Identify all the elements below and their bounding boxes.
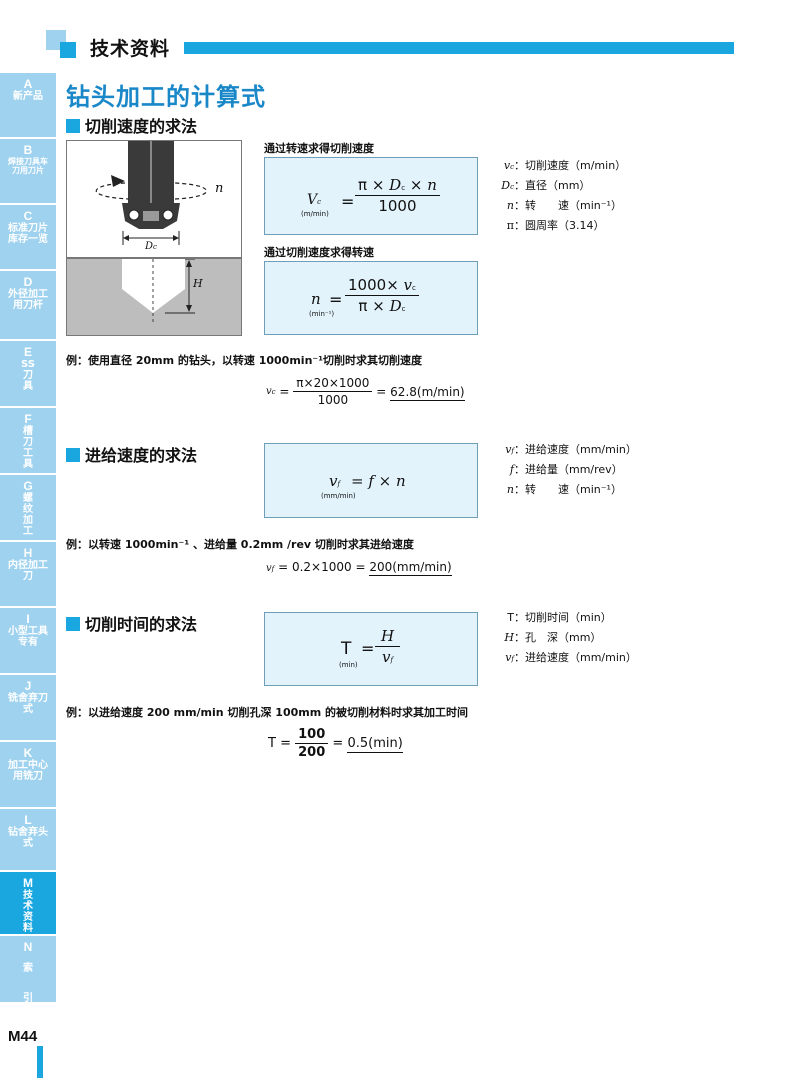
legend-cutting-time: T：切削时间（min） H：孔 深（mm） vf：进给速度（mm/min） (496, 608, 637, 668)
formula-box-feed-speed: vf (mm/min) = f × n (264, 443, 478, 518)
box3-unit: (mm/min) (321, 492, 356, 500)
section-bullet (66, 448, 80, 462)
page-title: 钻头加工的计算式 (66, 83, 266, 111)
example-cutting-time-result: 0.5(min) (347, 736, 403, 753)
box3-lhs: vf (329, 472, 341, 490)
legend-row: H：孔 深（mm） (504, 631, 602, 644)
section-heading-cutting-time: 切削时间的求法 (66, 611, 197, 635)
figure-label-dc: Dc (145, 241, 157, 252)
example-cutting-speed-formula: vc = π×20×1000 1000 = 62.8(m/min) (266, 376, 465, 407)
drill-figure-bottom: H (66, 258, 242, 336)
figure-label-n: n (215, 181, 224, 196)
section-bullet (66, 617, 80, 631)
box2-denominator: π × Dc (345, 295, 419, 315)
legend-row: n：转 速（min⁻¹） (506, 199, 622, 212)
example-cutting-speed-result: 62.8(m/min) (390, 384, 465, 401)
formula-box-rotation-speed: n (min⁻¹) = 1000× vc π × Dc (264, 261, 478, 335)
box2-caption: 通过切削速度求得转速 (264, 246, 374, 259)
box2-lhs: n (311, 290, 321, 308)
box1-fraction: π × Dc × n 1000 (355, 176, 440, 215)
header-bar (184, 42, 734, 54)
example-cutting-time-formula: T = 100 200 = 0.5(min) (268, 727, 403, 760)
example-feed-speed-formula: vf = 0.2×1000 = 200(mm/min) (266, 560, 452, 576)
drill-illustration (95, 141, 208, 245)
box3-rhs: = f × n (351, 472, 406, 490)
box4-unit: (min) (339, 661, 358, 669)
header-title: 技术资料 (90, 38, 171, 60)
legend-row: vf：进给速度（mm/min） (505, 443, 637, 456)
box1-numerator: π × Dc × n (358, 176, 437, 194)
legend-row: vf：进给速度（mm/min） (505, 651, 637, 664)
header-square-dark (60, 42, 76, 58)
legend-row: f：进给量（mm/rev） (509, 463, 623, 476)
box4-lhs: T (341, 639, 352, 659)
legend-row: Dc：直径（mm） (501, 179, 591, 192)
drill-hole-illustration (122, 258, 195, 325)
box2-fraction: 1000× vc π × Dc (345, 276, 419, 315)
box2-equals: = (329, 290, 343, 309)
box1-lhs: Vc (307, 192, 322, 208)
figure-label-h: H (193, 277, 203, 290)
section-bullet (66, 119, 80, 133)
box1-denominator: 1000 (355, 195, 440, 215)
legend-cutting-speed: vc：切削速度（m/min） Dc：直径（mm） n：转 速（min⁻¹） π：… (496, 156, 626, 236)
legend-row: T：切削时间（min） (507, 611, 612, 624)
box2-unit: (min⁻¹) (309, 310, 335, 318)
box4-fraction: H vf (375, 627, 401, 666)
page-number-bar (37, 1046, 43, 1078)
legend-feed-speed: vf：进给速度（mm/min） f：进给量（mm/rev） n：转 速（min⁻… (496, 440, 637, 500)
drill-figure-top: n Dc (66, 140, 242, 258)
formula-box-cutting-speed: Vc (m/min) = π × Dc × n 1000 (264, 157, 478, 235)
example-feed-speed-text: 例：以转速 1000min⁻¹ 、进给量 0.2mm /rev 切削时求其进给速… (66, 538, 414, 551)
section-heading-cutting-speed: 切削速度的求法 (66, 113, 197, 137)
box2-numerator: 1000× vc (348, 276, 416, 294)
section-heading-feed-speed: 进给速度的求法 (66, 442, 197, 466)
box1-unit: (m/min) (301, 210, 329, 218)
example-cutting-speed-text: 例：使用直径 20mm 的钻头，以转速 1000min⁻¹切削时求其切削速度 (66, 354, 423, 367)
legend-row: π：圆周率（3.14） (506, 219, 605, 232)
example-feed-speed-result: 200(mm/min) (369, 560, 452, 576)
box1-caption: 通过转速求得切削速度 (264, 142, 374, 155)
page-number: M44 (8, 1028, 38, 1045)
box1-equals: = (341, 192, 355, 211)
formula-box-cutting-time: T (min) = H vf (264, 612, 478, 686)
example-cutting-time-text: 例：以进给速度 200 mm/min 切削孔深 100mm 的被切削材料时求其加… (66, 706, 468, 719)
legend-row: vc：切削速度（m/min） (503, 159, 627, 172)
box4-equals: = (361, 639, 375, 658)
legend-row: n：转 速（min⁻¹） (506, 483, 622, 496)
